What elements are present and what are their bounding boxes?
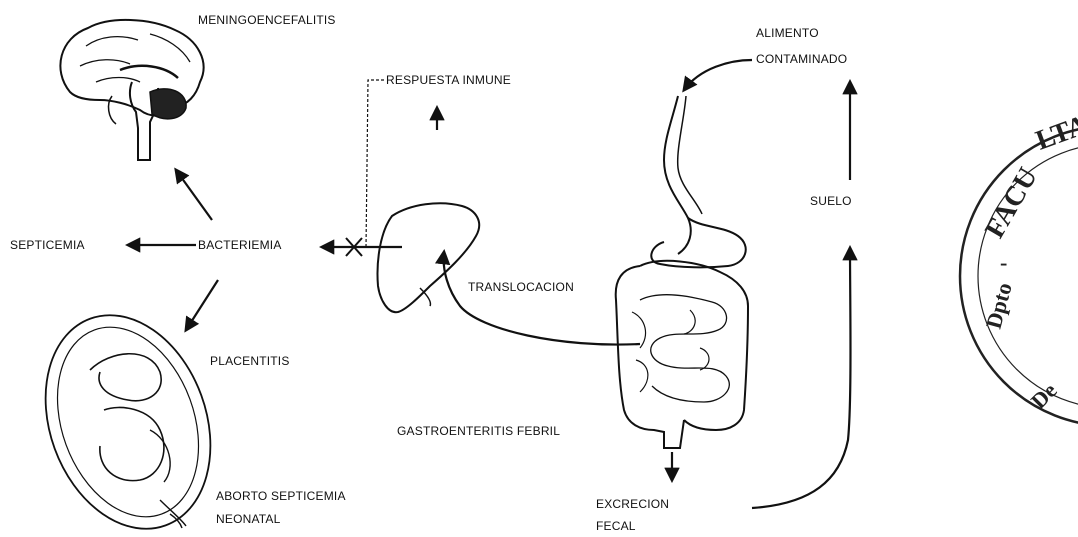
digestive-tract-illustration	[616, 96, 748, 448]
label-meningoencefalitis: MENINGOENCEFALITIS	[198, 13, 336, 28]
label-excrecion-line2: FECAL	[596, 519, 636, 534]
arrow-excrecion-to-suelo	[752, 248, 851, 508]
label-alimento-line1: ALIMENTO	[756, 26, 819, 41]
label-suelo: SUELO	[810, 194, 852, 209]
label-bacteriemia: BACTERIEMIA	[198, 238, 282, 253]
arrow-to-placentitis	[186, 280, 218, 330]
svg-text:De: De	[1026, 378, 1062, 414]
svg-text:FACU: FACU	[979, 162, 1044, 243]
svg-text:-: -	[1000, 250, 1007, 275]
label-excrecion-line1: EXCRECION	[596, 497, 669, 512]
arrow-to-meningoencefalitis	[176, 170, 212, 220]
arrow-alimento-to-esophagus	[684, 60, 752, 90]
svg-text:LTAD: LTAD	[1032, 102, 1078, 156]
label-alimento-line2: CONTAMINADO	[756, 52, 847, 67]
label-septicemia: SEPTICEMIA	[10, 238, 85, 253]
arrow-translocacion	[444, 252, 640, 345]
uterus-fetus-illustration	[17, 292, 239, 537]
immune-bracket	[346, 80, 384, 256]
brain-illustration	[60, 20, 203, 160]
label-gastroenteritis: GASTROENTERITIS FEBRIL	[397, 424, 560, 439]
label-translocacion: TRANSLOCACION	[468, 280, 574, 295]
svg-text:Dpto: Dpto	[981, 280, 1017, 331]
liver-illustration	[378, 203, 480, 312]
label-respuesta-inmune: RESPUESTA INMUNE	[386, 73, 511, 88]
label-aborto-line1: ABORTO SEPTICEMIA	[216, 489, 346, 504]
label-aborto-line2: NEONATAL	[216, 512, 281, 527]
label-placentitis: PLACENTITIS	[210, 354, 290, 369]
seal-stamp: FACU LTAD Dpto De -	[960, 102, 1078, 426]
